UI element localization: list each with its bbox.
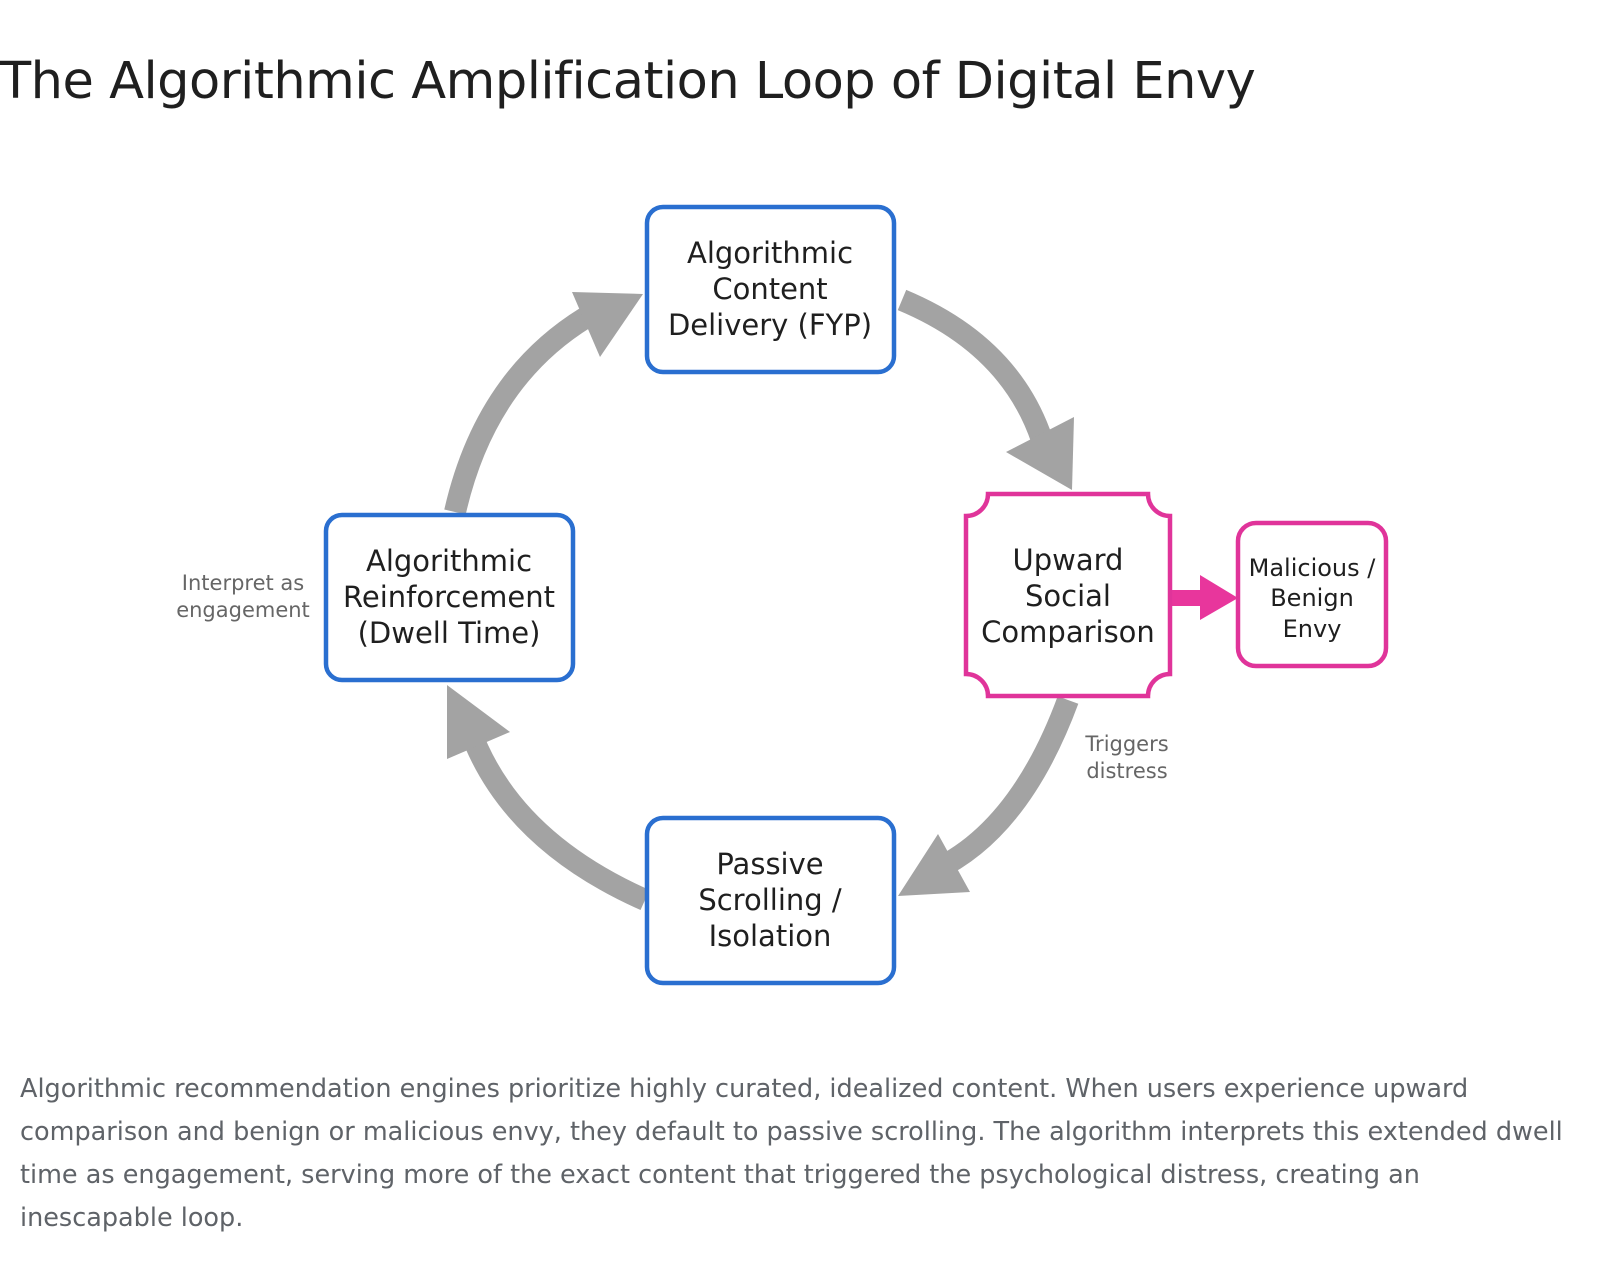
arrow-reinforcement-to-delivery [444, 292, 643, 515]
label-interpret-engagement: Interpret as engagement [176, 571, 310, 622]
node-reinforcement: Algorithmic Reinforcement (Dwell Time) [323, 512, 576, 683]
diagram-caption: Algorithmic recommendation engines prior… [20, 1074, 1563, 1233]
node-envy-line-3: Envy [1283, 615, 1342, 643]
node-social-comparison-line-1: Upward [1013, 543, 1124, 577]
node-reinforcement-line-3: (Dwell Time) [358, 616, 541, 650]
node-social-comparison: Upward Social Comparison [963, 491, 1173, 699]
arrow-delivery-to-comparison [897, 289, 1074, 490]
node-content-delivery: Algorithmic Content Delivery (FYP) [644, 204, 897, 375]
label-triggers-distress-line-2: distress [1086, 759, 1167, 783]
node-passive-scrolling-line-3: Isolation [709, 919, 832, 953]
node-content-delivery-line-3: Delivery (FYP) [668, 308, 872, 342]
node-envy: Malicious / Benign Envy [1235, 520, 1389, 669]
arrow-scrolling-to-reinforcement [447, 685, 650, 911]
page-title: The Algorithmic Amplification Loop of Di… [0, 52, 1256, 111]
label-interpret-engagement-line-1: Interpret as [182, 571, 304, 595]
node-content-delivery-line-2: Content [712, 272, 827, 306]
node-passive-scrolling-line-2: Scrolling / [698, 883, 842, 917]
arrow-comparison-to-envy [1172, 575, 1238, 620]
label-interpret-engagement-line-2: engagement [176, 598, 310, 622]
node-content-delivery-line-1: Algorithmic [687, 236, 853, 270]
node-passive-scrolling: Passive Scrolling / Isolation [644, 815, 897, 986]
node-passive-scrolling-line-1: Passive [716, 847, 823, 881]
node-reinforcement-line-2: Reinforcement [343, 580, 555, 614]
node-envy-line-1: Malicious / [1249, 554, 1377, 582]
label-triggers-distress-line-1: Triggers [1084, 732, 1168, 756]
label-triggers-distress: Triggers distress [1084, 732, 1168, 783]
node-social-comparison-line-3: Comparison [981, 615, 1155, 649]
arrow-comparison-to-scrolling [898, 696, 1079, 896]
node-social-comparison-line-2: Social [1025, 579, 1111, 613]
node-envy-line-2: Benign [1270, 584, 1354, 612]
node-reinforcement-line-1: Algorithmic [366, 544, 532, 578]
